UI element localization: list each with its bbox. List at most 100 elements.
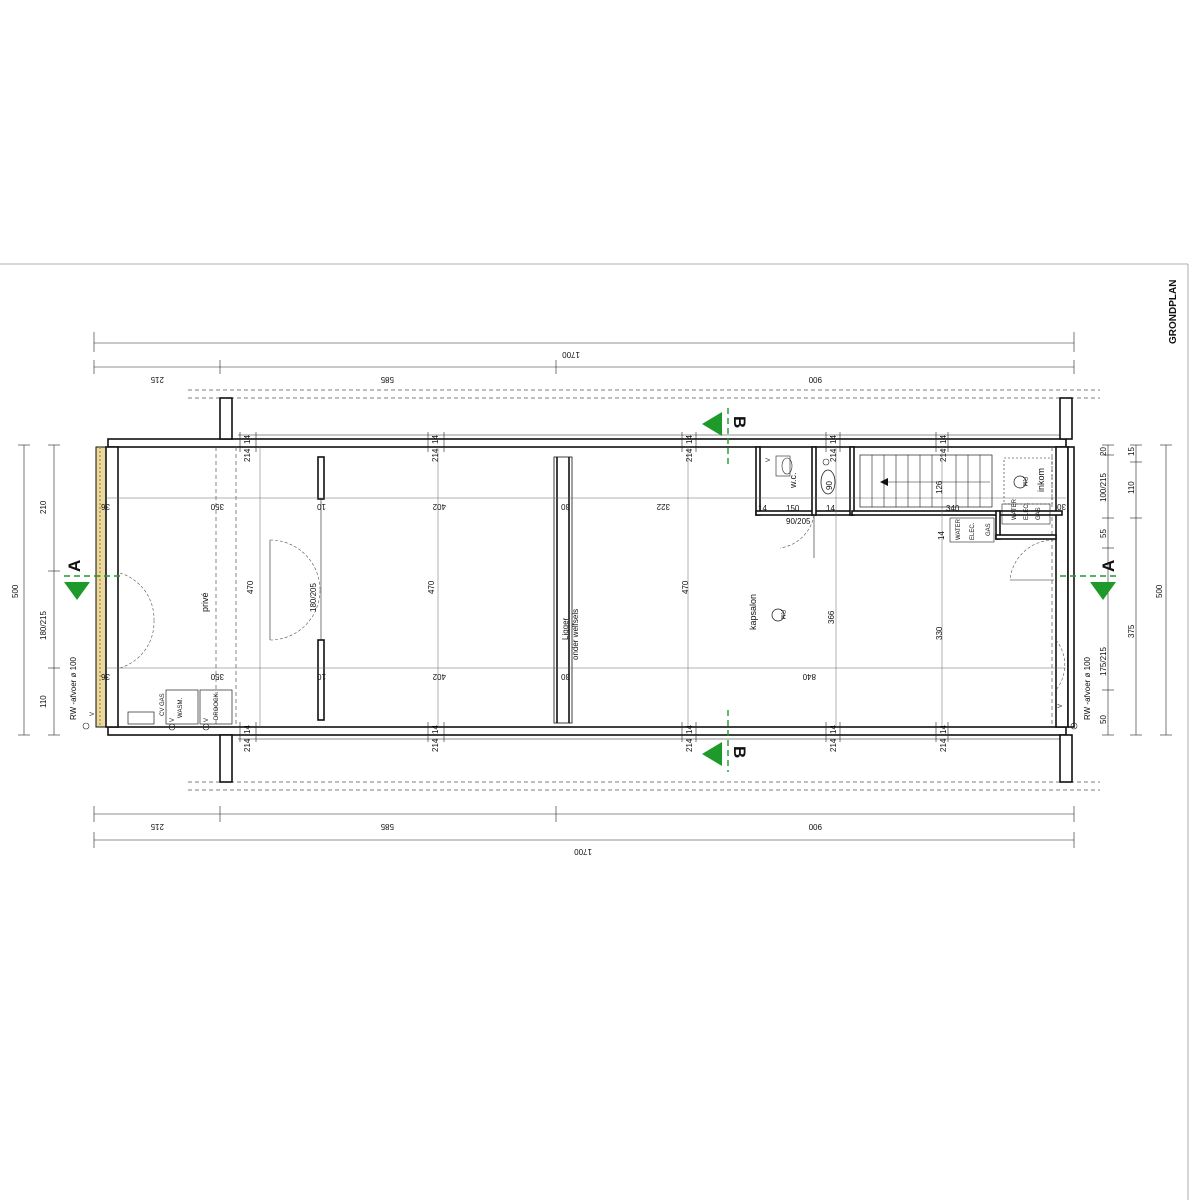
gas-label: GAS [1036, 507, 1042, 520]
elec-label: ELEC. [1024, 502, 1030, 520]
dim-label: 14 [826, 504, 835, 513]
sheet-title: GRONDPLAN [1168, 280, 1179, 344]
dim-right-seg-6: 375 [1127, 624, 1136, 638]
rm-markers: RM RM [771, 475, 1027, 622]
offset-label: 214 [829, 738, 838, 752]
dim-right-seg-4: 100/215 [1099, 473, 1108, 502]
offset-label: 14 [243, 435, 252, 444]
offset-label: 214 [243, 448, 252, 462]
offset-label: 214 [829, 448, 838, 462]
dim-left-total: 500 [11, 584, 20, 598]
dim-bottom-seg-2: 585 [380, 822, 394, 831]
dim-label: 330 [935, 626, 944, 640]
dim-label: 36 [101, 672, 110, 681]
elec-label: ELEC. [970, 522, 976, 540]
section-b-bottom-label: B [730, 746, 749, 758]
offset-label: 214 [243, 738, 252, 752]
offset-label: 214 [939, 738, 948, 752]
dim-label: 30 [561, 502, 570, 511]
section-markers: A A B B [64, 408, 1118, 772]
dim-top-seg-1: 215 [150, 375, 164, 384]
wc-fixtures: V 90 [766, 455, 836, 495]
section-b-bottom-arrow [702, 742, 722, 766]
water-label: WATER [956, 518, 962, 540]
dim-label: 402 [432, 502, 446, 511]
sheet-frame: GRONDPLAN [0, 263, 1189, 1200]
beam-label-line-2: onder welfsels [571, 609, 580, 660]
dim-label: 470 [246, 580, 255, 594]
door-wc-label: 90/205 [786, 517, 811, 526]
dim-label: 126 [935, 480, 944, 494]
dim-right-seg-7: 175/215 [1099, 647, 1108, 676]
offset-label: 14 [685, 725, 694, 734]
dimension-left: 500 210 180/215 110 [11, 444, 60, 736]
offset-label: 14 [939, 435, 948, 444]
dim-right-seg-2: 20 [1099, 447, 1108, 456]
room-prive-label: privé [200, 592, 210, 612]
offset-label: 214 [431, 448, 440, 462]
v-label: V [90, 712, 96, 716]
gas-label: GAS [986, 523, 992, 536]
door-wc-small-label: 90 [825, 481, 834, 490]
meters: WATER ELEC. GAS WATER ELEC. GAS [949, 498, 1051, 543]
dim-label: 402 [432, 672, 446, 681]
section-a-left-arrow [64, 582, 90, 600]
door-main-label: 180/205 [309, 583, 318, 612]
v-label: V [1058, 704, 1064, 708]
offset-label: 214 [685, 738, 694, 752]
offset-label: 14 [431, 435, 440, 444]
dim-label: 322 [656, 502, 670, 511]
room-labels: privé kapsalon w.c. inkom [200, 468, 1046, 630]
section-a-left-label: A [65, 560, 84, 572]
room-wc-label: w.c. [788, 472, 798, 489]
rw-right-label: RW -afvoer ø 100 [1083, 656, 1092, 720]
dim-label: 14 [937, 531, 946, 540]
dim-label: 30 [561, 672, 570, 681]
dim-label: 470 [681, 580, 690, 594]
dim-label: 150 [786, 504, 800, 513]
cv-gas-label: CV GAS [160, 693, 166, 716]
section-a-right-arrow [1090, 582, 1116, 600]
doors: 180/205 90/205 [119, 514, 1065, 691]
dim-left-seg-2: 180/215 [39, 611, 48, 640]
beam-label: Ligger onder welfsels [561, 609, 580, 660]
dim-right-seg-8: 50 [1099, 715, 1108, 724]
offset-label: 14 [829, 725, 838, 734]
grid-lines [106, 432, 1066, 742]
room-kapsalon-label: kapsalon [748, 594, 758, 630]
offset-label: 214 [685, 448, 694, 462]
offset-label: 14 [939, 725, 948, 734]
rm-label: RM [779, 610, 785, 619]
v-label: V [170, 718, 176, 722]
offset-label: 214 [431, 738, 440, 752]
dim-label: 36 [101, 502, 110, 511]
rw-labels: RW -afvoer ø 100 V RW -afvoer ø 100 V [69, 656, 1092, 730]
room-inkom-label: inkom [1036, 468, 1046, 492]
wasm-label: WASM. [178, 698, 184, 718]
utility-corner: CV GAS WASM. V DROOGK. V [127, 689, 233, 731]
section-b-top-label: B [730, 416, 749, 428]
dim-bottom-seg-1: 215 [150, 822, 164, 831]
beam-label-line-1: Ligger [561, 617, 570, 640]
dim-right-seg-3: 110 [1127, 481, 1136, 494]
dim-bottom-total: 1700 [574, 847, 592, 856]
dim-label: 14 [758, 504, 767, 513]
offset-label: 14 [431, 725, 440, 734]
dim-right-total: 500 [1155, 584, 1164, 598]
dim-label: 840 [802, 672, 816, 681]
interior-dimensions: 36 36 350 350 10 10 402 402 30 30 322 84… [101, 480, 1066, 681]
walls [95, 397, 1075, 783]
dim-label: 350 [210, 502, 224, 511]
rm-label: RM [1021, 477, 1027, 486]
dim-label: 340 [946, 504, 960, 513]
dim-label: 30 [1057, 502, 1066, 511]
offset-label: 14 [829, 435, 838, 444]
v-label: V [766, 458, 772, 462]
dim-left-seg-3: 110 [39, 695, 48, 708]
dim-top-seg-2: 585 [380, 375, 394, 384]
dim-label: 470 [427, 580, 436, 594]
dim-bottom-seg-3: 900 [808, 822, 822, 831]
dimension-top: 1700 215 585 900 [93, 332, 1075, 384]
dim-right-seg-5: 55 [1099, 529, 1108, 538]
